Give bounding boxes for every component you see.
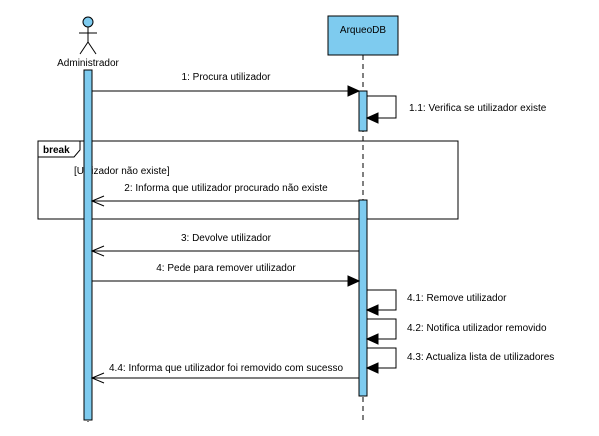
message-label: 4: Pede para remover utilizador: [156, 263, 296, 274]
participant-label: ArqueoDB: [340, 25, 386, 36]
activation-arqueodb-2: [358, 199, 368, 397]
message-1: 1: Procura utilizador: [92, 72, 361, 97]
actor-label: Administrador: [57, 58, 119, 69]
arrowhead: [365, 333, 379, 345]
self-message-line: [367, 95, 397, 119]
message-label: 3: Devolve utilizador: [181, 233, 272, 244]
break-fragment: break [Utilizador não existe]: [37, 140, 459, 220]
arrowhead: [365, 112, 379, 124]
message-label: 4.2: Notifica utilizador removido: [407, 323, 547, 334]
arrowhead: [365, 362, 379, 374]
arrowhead: [90, 372, 105, 384]
participant-arqueodb: ArqueoDB: [327, 15, 399, 56]
activation-administrador: [83, 69, 93, 421]
fragment-guard: [Utilizador não existe]: [74, 166, 170, 177]
arrowhead: [347, 85, 361, 97]
self-message-line: [367, 318, 397, 340]
message-4-1: 4.1: Remove utilizador: [365, 289, 507, 316]
message-4-2: 4.2: Notifica utilizador removido: [365, 318, 547, 345]
arrowhead: [90, 195, 105, 207]
arrowhead: [365, 304, 379, 316]
message-4-4: 4.4: Informa que utilizador foi removido…: [90, 363, 359, 384]
fragment-frame: [37, 140, 459, 220]
actor-right-leg: [87, 41, 97, 55]
message-label: 4.4: Informa que utilizador foi removido…: [109, 363, 343, 374]
arrowhead: [347, 275, 361, 287]
activation-arqueodb-1: [358, 90, 368, 132]
self-message-line: [367, 347, 397, 369]
actor-left-leg: [79, 41, 89, 55]
actor-head: [82, 16, 94, 28]
self-message-line: [367, 289, 397, 311]
message-1-1: 1.1: Verifica se utilizador existe: [365, 95, 547, 124]
message-3: 3: Devolve utilizador: [90, 233, 359, 257]
message-label: 4.1: Remove utilizador: [407, 293, 507, 304]
arrowhead: [90, 245, 105, 257]
message-2: 2: Informa que utilizador procurado não …: [90, 183, 359, 207]
message-4: 4: Pede para remover utilizador: [92, 263, 361, 287]
message-label: 4.3: Actualiza lista de utilizadores: [407, 352, 554, 363]
fragment-operator: break: [43, 145, 70, 156]
message-4-3: 4.3: Actualiza lista de utilizadores: [365, 347, 554, 374]
message-label: 1.1: Verifica se utilizador existe: [409, 103, 547, 114]
message-label: 2: Informa que utilizador procurado não …: [124, 183, 328, 194]
actor-administrador: Administrador: [57, 16, 120, 69]
participant-box: [327, 15, 399, 56]
message-label: 1: Procura utilizador: [182, 72, 272, 83]
fragment-operator-tag: [37, 140, 81, 158]
